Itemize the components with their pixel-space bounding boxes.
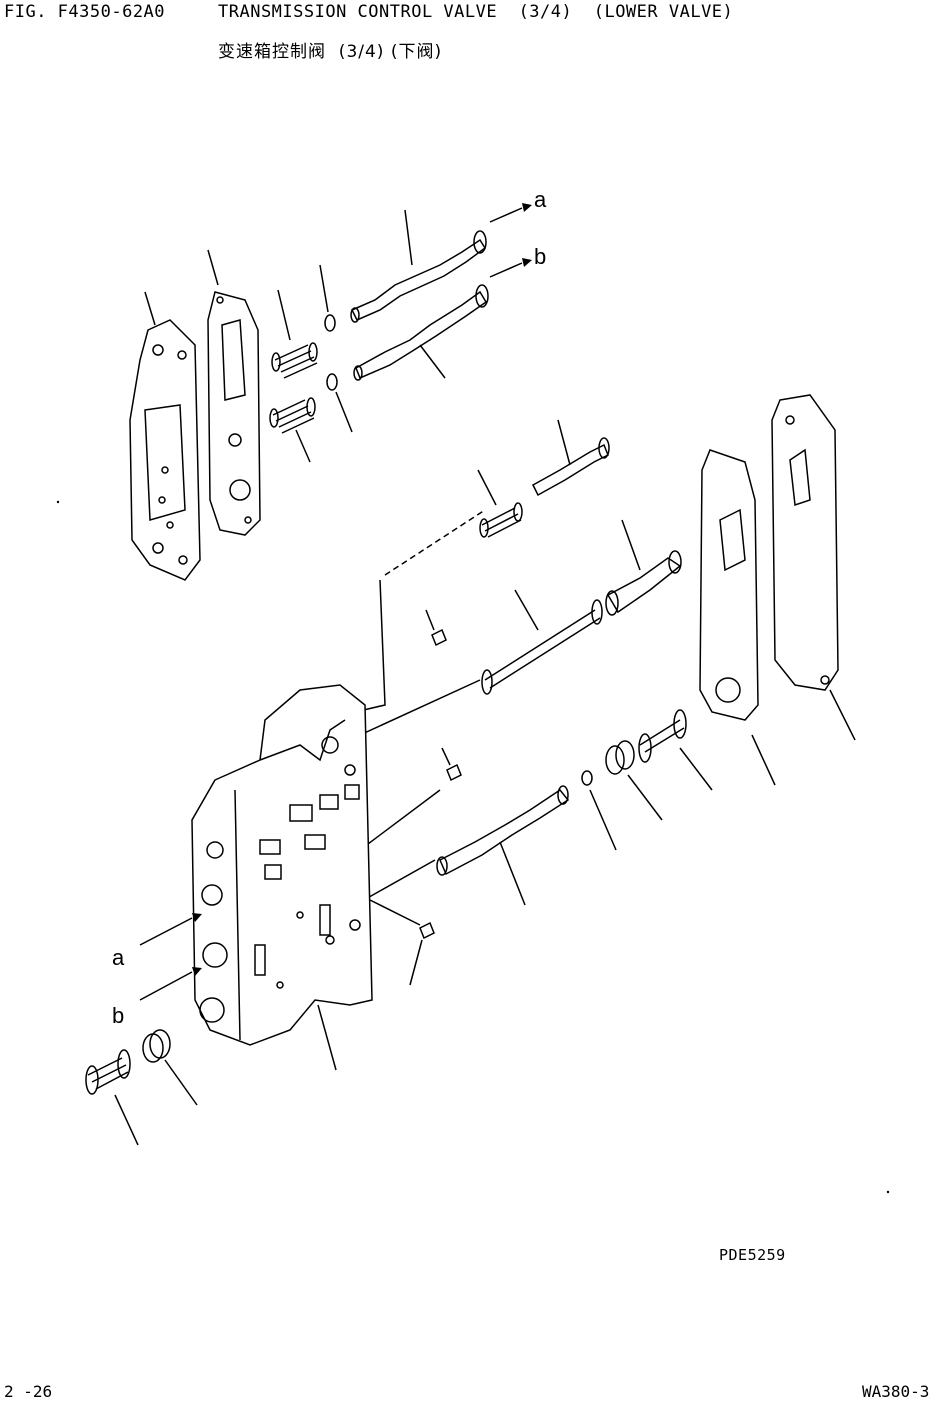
washer-upper-2 bbox=[326, 373, 338, 391]
flow-label-b-top: b bbox=[534, 244, 546, 269]
spring-upper-2 bbox=[269, 397, 316, 463]
sleeve-lower-left bbox=[142, 1029, 198, 1106]
gasket-right bbox=[699, 449, 776, 786]
spool-middle bbox=[532, 419, 610, 497]
plunger bbox=[605, 519, 682, 616]
sleeve-right bbox=[605, 740, 663, 821]
figure-number: FIG. F4350-62A0 bbox=[4, 2, 166, 22]
page-number: 2 -26 bbox=[4, 1382, 53, 1401]
spring-lower-left bbox=[85, 1049, 139, 1146]
flow-label-a-left: a bbox=[112, 945, 125, 970]
cover-plate-left bbox=[129, 291, 201, 581]
spring-right-lower bbox=[638, 709, 713, 791]
cover-plate-right bbox=[771, 394, 856, 741]
flow-arrow-b bbox=[139, 967, 202, 1001]
drawing-code: PDE5259 bbox=[719, 1246, 786, 1264]
flow-arrow-a bbox=[139, 913, 202, 946]
washer-upper-1 bbox=[324, 314, 336, 332]
spring-upper-1 bbox=[271, 289, 318, 379]
plug-1 bbox=[354, 579, 447, 713]
valve-body bbox=[191, 684, 373, 1071]
spool-lower-main bbox=[436, 785, 570, 906]
spring-long bbox=[481, 589, 603, 695]
figure-title-chinese: 变速箱控制阀 (3/4) (下阀) bbox=[218, 42, 443, 62]
gasket-left bbox=[207, 249, 261, 536]
flow-label-b-left: b bbox=[112, 1003, 124, 1028]
ball-small bbox=[581, 770, 617, 851]
plug-2 bbox=[441, 747, 462, 782]
plug-3 bbox=[409, 921, 435, 986]
spring-middle bbox=[477, 469, 523, 538]
spool-upper-a bbox=[350, 203, 532, 323]
figure-title: TRANSMISSION CONTROL VALVE (3/4) (LOWER … bbox=[218, 2, 734, 22]
spool-upper-b bbox=[353, 258, 532, 381]
machine-model: WA380-3 bbox=[862, 1382, 930, 1401]
flow-label-a-top: a bbox=[534, 187, 547, 212]
